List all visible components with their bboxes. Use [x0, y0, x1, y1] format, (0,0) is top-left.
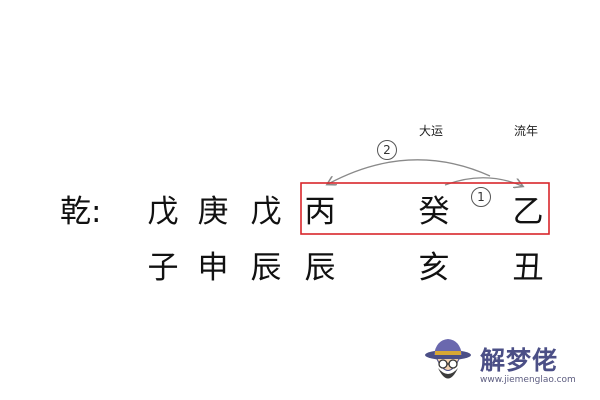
- qian-label: 乾:: [60, 194, 102, 230]
- arrow-1-curve: [444, 177, 522, 186]
- marker-one: 1: [471, 187, 491, 207]
- dayun-header: 大运: [419, 124, 444, 138]
- branch-hour: 辰: [304, 250, 336, 286]
- stem-day: 戊: [250, 194, 282, 230]
- marker-two: 2: [377, 140, 397, 160]
- branch-year: 子: [147, 250, 179, 286]
- branch-month: 申: [197, 250, 229, 286]
- stem-year: 戊: [147, 194, 179, 230]
- watermark-logo-icon: [425, 339, 471, 379]
- branch-dayun: 亥: [418, 250, 450, 286]
- site-watermark: 解梦佬 www.jiemenglao.com: [422, 335, 592, 395]
- stem-liunian: 乙: [512, 194, 544, 230]
- stem-hour: 丙: [304, 194, 336, 230]
- liunian-header: 流年: [514, 124, 539, 138]
- stem-month: 庚: [197, 194, 229, 230]
- highlight-box: [300, 182, 550, 235]
- branch-liunian: 丑: [512, 250, 544, 286]
- watermark-title: 解梦佬: [480, 346, 559, 375]
- arrow-2-curve: [328, 159, 491, 184]
- stem-dayun: 癸: [418, 194, 450, 230]
- watermark-url: www.jiemenglao.com: [480, 375, 576, 385]
- branch-day: 辰: [250, 250, 282, 286]
